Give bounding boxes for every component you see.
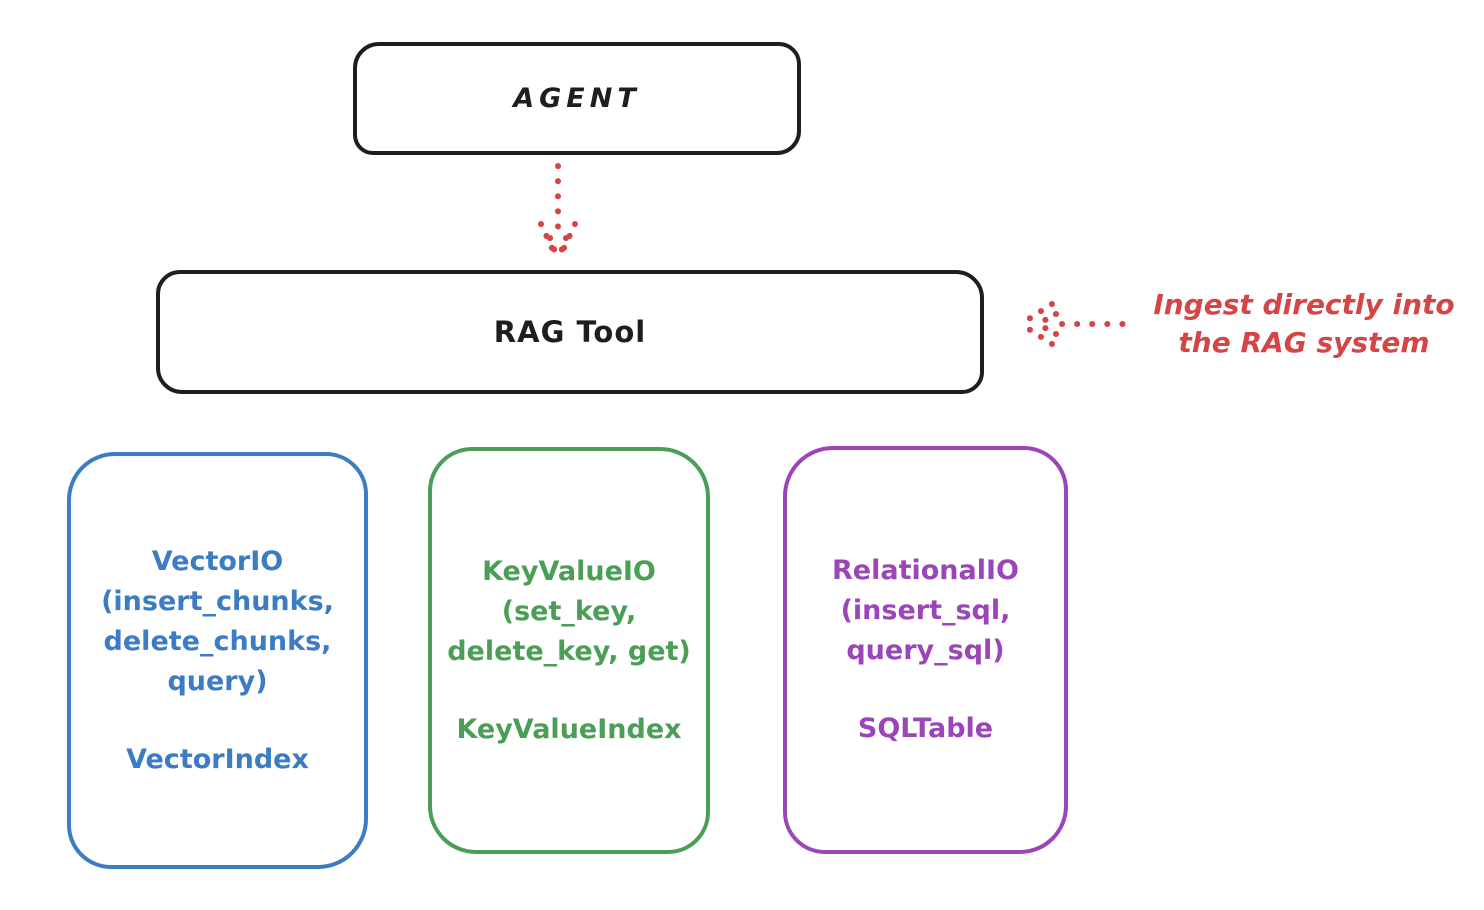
- relational-io-title-line: (insert_sql,: [840, 595, 1011, 626]
- keyvalue-io-title-line: delete_key, get): [447, 635, 691, 667]
- keyvalue-index-label: KeyValueIndex: [456, 713, 682, 745]
- keyvalue-io-node: KeyValueIO (set_key, delete_key, get) Ke…: [428, 447, 710, 854]
- dotted-arrow-down-icon: [528, 160, 588, 272]
- vector-io-title-line: query): [167, 665, 268, 697]
- ingest-annotation-line1: Ingest directly into: [1153, 288, 1455, 321]
- keyvalue-io-title-line: KeyValueIO: [482, 555, 656, 587]
- rag-tool-node: RAG Tool: [156, 270, 984, 394]
- vector-index-label: VectorIndex: [126, 743, 309, 775]
- rag-tool-label: RAG Tool: [493, 315, 647, 349]
- ingest-annotation-line2: the RAG system: [1178, 326, 1430, 359]
- dotted-arrow-left-icon: [1012, 298, 1138, 354]
- vector-io-node: VectorIO (insert_chunks, delete_chunks, …: [67, 452, 368, 869]
- relational-io-title-line: query_sql): [846, 635, 1005, 666]
- sql-table-label: SQLTable: [857, 713, 994, 744]
- relational-io-title: RelationalIO (insert_sql, query_sql): [832, 551, 1019, 671]
- agent-label: AGENT: [513, 83, 641, 114]
- relational-io-node: RelationalIO (insert_sql, query_sql) SQL…: [783, 446, 1068, 854]
- vector-io-title: VectorIO (insert_chunks, delete_chunks, …: [101, 542, 334, 702]
- keyvalue-io-title: KeyValueIO (set_key, delete_key, get): [447, 552, 691, 672]
- vector-io-title-line: VectorIO: [151, 545, 284, 577]
- vector-io-title-line: delete_chunks,: [103, 625, 332, 657]
- keyvalue-io-title-line: (set_key,: [501, 595, 637, 627]
- relational-io-title-line: RelationalIO: [832, 555, 1019, 586]
- ingest-annotation: Ingest directly into the RAG system: [1130, 286, 1478, 362]
- agent-node: AGENT: [353, 42, 801, 155]
- vector-io-title-line: (insert_chunks,: [101, 585, 334, 617]
